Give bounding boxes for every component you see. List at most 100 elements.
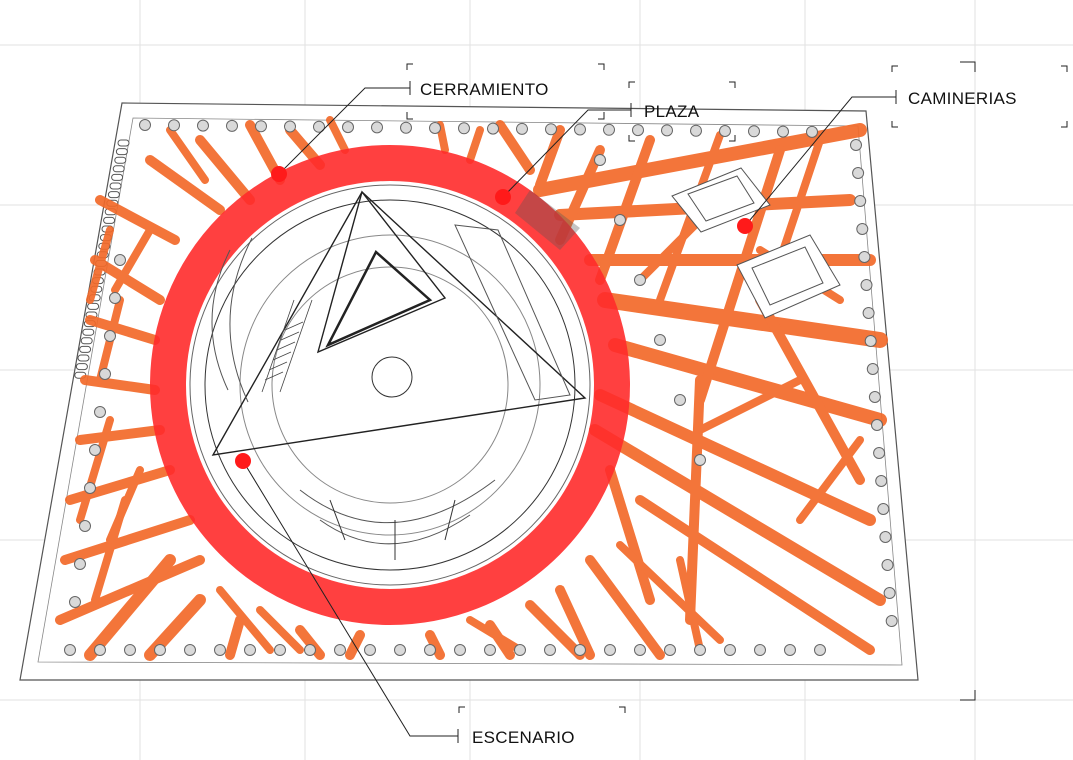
tree <box>603 123 615 136</box>
tree <box>864 335 877 347</box>
path-segment <box>597 292 888 348</box>
tree <box>866 363 879 375</box>
tree <box>458 122 470 135</box>
tree <box>784 644 796 656</box>
outdoor-kiosks <box>671 167 841 319</box>
path-segment <box>225 615 245 660</box>
path-segment <box>76 416 114 524</box>
tree <box>852 167 865 179</box>
tree <box>661 124 673 137</box>
bench <box>82 328 95 336</box>
bench <box>114 156 127 164</box>
tree <box>214 644 226 656</box>
marker-plaza <box>495 189 511 205</box>
tree <box>274 644 286 656</box>
path-segment <box>535 125 565 190</box>
plaza-linework <box>204 190 587 571</box>
path-segment <box>589 424 886 606</box>
tree <box>109 292 121 304</box>
tree <box>690 124 702 137</box>
tree <box>544 644 556 656</box>
tree <box>514 644 526 656</box>
bench <box>77 354 90 362</box>
path-segment <box>60 515 195 565</box>
path-segment <box>106 466 144 544</box>
tree <box>454 644 466 656</box>
tree <box>424 644 436 656</box>
marker-caminerias <box>737 218 753 234</box>
tree <box>850 139 862 151</box>
path-segment <box>595 135 655 285</box>
tree <box>197 119 209 132</box>
tree <box>634 644 646 656</box>
path-segment <box>195 135 255 205</box>
tree <box>634 274 646 286</box>
tree <box>854 195 867 207</box>
tree <box>429 122 441 134</box>
tree <box>604 644 616 656</box>
tree <box>873 447 886 459</box>
path-segment <box>635 495 875 655</box>
path-segment <box>555 585 595 660</box>
tree <box>777 125 789 138</box>
label-brackets <box>406 61 1068 713</box>
tree <box>881 559 894 571</box>
tree <box>862 307 875 319</box>
perimeter-trees <box>64 119 898 656</box>
tree <box>313 120 325 133</box>
tree <box>632 124 644 137</box>
leader-plaza <box>502 109 631 198</box>
path-segment <box>796 436 864 524</box>
tree <box>868 391 881 403</box>
bench <box>79 345 92 353</box>
kiosk-2 <box>736 234 841 319</box>
tree <box>574 123 586 136</box>
tree <box>304 644 316 656</box>
path-segment <box>86 226 114 304</box>
tree <box>654 334 666 346</box>
path-segment <box>696 376 804 434</box>
tree <box>394 644 406 656</box>
ring-shadow-segment <box>515 190 580 250</box>
tree <box>284 120 296 133</box>
label-escenario: ESCENARIO <box>472 728 575 747</box>
path-segment <box>695 145 785 405</box>
path-segment <box>85 315 160 345</box>
path-segment <box>533 123 867 197</box>
tree <box>871 419 883 431</box>
tree <box>342 121 354 134</box>
path-segment <box>84 554 176 661</box>
tree <box>694 644 706 656</box>
path-segment <box>95 195 180 245</box>
tree <box>806 125 818 138</box>
path-segment <box>525 600 585 660</box>
tree <box>516 122 528 135</box>
tree <box>885 615 898 627</box>
tree <box>879 531 892 543</box>
tree <box>883 587 896 599</box>
leader-escenario <box>242 460 458 737</box>
tree <box>99 368 111 380</box>
label-plaza: PLAZA <box>644 102 700 121</box>
bench <box>87 302 100 310</box>
tree <box>364 644 376 656</box>
path-segment <box>466 126 484 164</box>
path-segment <box>425 630 445 660</box>
tree <box>139 119 151 131</box>
path-segment <box>256 606 304 654</box>
bench <box>107 191 120 199</box>
path-segment <box>111 226 154 294</box>
path-segment <box>145 155 225 215</box>
leader-caminerias <box>744 96 896 227</box>
bench <box>115 148 128 156</box>
tree <box>104 330 116 342</box>
tree <box>168 119 180 132</box>
tree <box>334 644 346 656</box>
tree <box>674 394 686 406</box>
stage-center <box>371 356 413 398</box>
path-segment <box>608 338 887 427</box>
leader-lines <box>242 81 897 743</box>
kiosk-2-inner <box>751 246 824 306</box>
bench <box>109 182 122 190</box>
